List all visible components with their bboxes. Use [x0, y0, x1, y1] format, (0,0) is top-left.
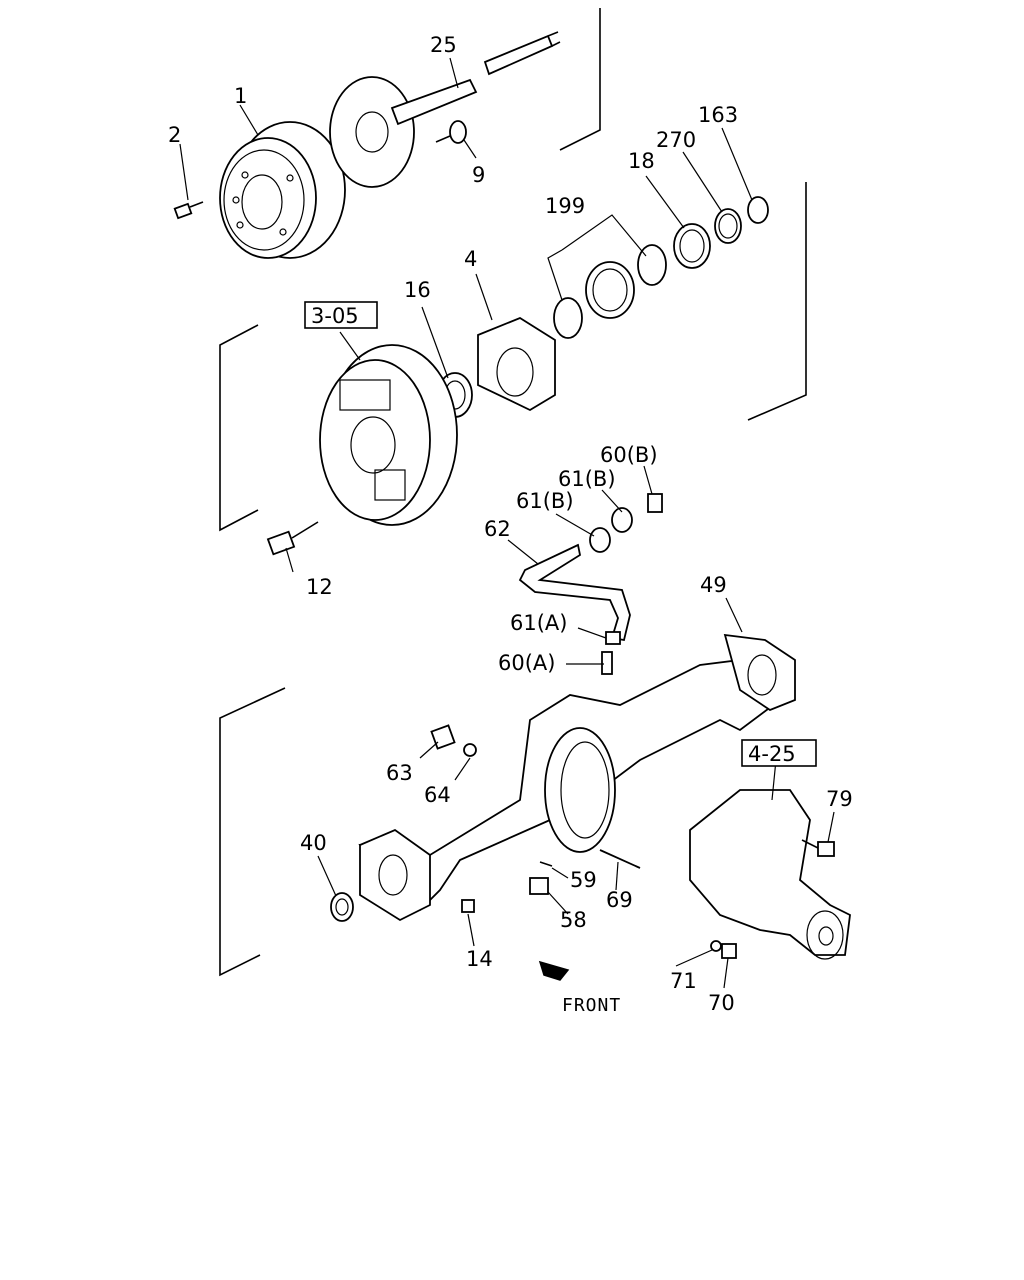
section-frames — [219, 8, 807, 977]
label-part-63: 63 — [386, 761, 413, 785]
ref-diff-label: 4-25 — [748, 742, 796, 766]
front-arrow: FRONT — [538, 960, 621, 1016]
bearing-holder[interactable] — [477, 316, 556, 412]
drum-screw[interactable] — [173, 201, 204, 220]
label-part-14: 14 — [466, 947, 493, 971]
label-part-40: 40 — [300, 831, 327, 855]
backing-plate-bolt[interactable] — [266, 521, 319, 556]
label-part-2: 2 — [168, 123, 181, 147]
ref-brake-label: 3-05 — [311, 304, 359, 328]
front-label: FRONT — [562, 995, 621, 1016]
label-part-12: 12 — [306, 575, 333, 599]
brake-drum[interactable] — [219, 121, 346, 259]
label-part-60a: 60(A) — [498, 651, 555, 675]
label-part-18: 18 — [628, 149, 655, 173]
label-part-270: 270 — [656, 128, 696, 152]
ref-box-brake[interactable]: 3-05 — [304, 301, 378, 329]
label-part-16: 16 — [404, 278, 431, 302]
differential-carrier[interactable] — [689, 789, 851, 960]
label-part-69: 69 — [606, 888, 633, 912]
label-part-70: 70 — [708, 991, 735, 1015]
label-part-61b-lower: 61(B) — [516, 489, 574, 513]
label-part-199: 199 — [545, 194, 585, 218]
label-part-61b-upper: 61(B) — [558, 467, 616, 491]
part-labels: 1 2 25 9 163 270 18 199 4 16 12 60(B) 61… — [168, 33, 853, 1015]
label-part-25: 25 — [430, 33, 457, 57]
brake-backing-plate[interactable] — [319, 344, 458, 526]
leader-lines — [179, 57, 835, 989]
label-part-71: 71 — [670, 969, 697, 993]
ref-box-differential[interactable]: 4-25 — [741, 739, 817, 767]
label-part-62: 62 — [484, 517, 511, 541]
label-part-4: 4 — [464, 247, 477, 271]
carrier-fasteners[interactable] — [710, 839, 835, 959]
label-part-1: 1 — [234, 84, 247, 108]
label-part-61a: 61(A) — [510, 611, 567, 635]
label-part-79: 79 — [826, 787, 853, 811]
label-part-64: 64 — [424, 783, 451, 807]
label-part-9: 9 — [472, 163, 485, 187]
label-part-60b: 60(B) — [600, 443, 658, 467]
hub-bolt[interactable] — [435, 120, 467, 144]
oil-seal-40[interactable] — [330, 892, 354, 922]
axle-housing[interactable] — [358, 633, 796, 922]
drain-plug-and-studs[interactable] — [461, 849, 641, 913]
axle-shaft[interactable] — [329, 31, 561, 188]
label-part-163: 163 — [698, 103, 738, 127]
bearing-set[interactable] — [553, 196, 769, 339]
filler-plug[interactable] — [430, 724, 477, 757]
label-part-49: 49 — [700, 573, 727, 597]
label-part-59: 59 — [570, 868, 597, 892]
breather-fittings[interactable] — [589, 493, 663, 675]
label-part-58: 58 — [560, 908, 587, 932]
